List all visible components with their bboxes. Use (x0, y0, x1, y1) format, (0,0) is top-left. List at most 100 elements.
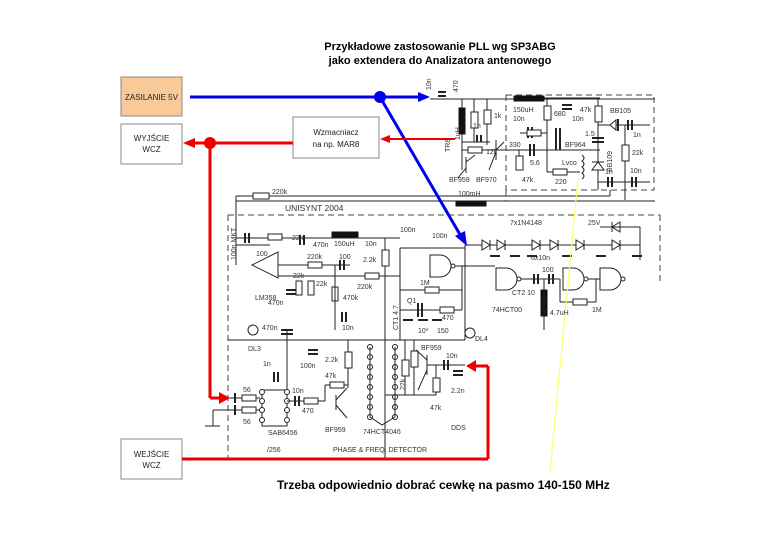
label-l-tr8: TR8 (445, 139, 452, 152)
label-r-470-top: 470 (453, 80, 460, 92)
note-pointer-line (549, 177, 579, 473)
label-pre-47k: 47k (325, 373, 337, 380)
label-ref-100n-a: 100n (400, 227, 416, 234)
label-lf-220k-b: 220k (357, 284, 373, 291)
label-dl3: DL3 (248, 346, 261, 353)
label-lf-470n-b: 470n (268, 300, 284, 307)
label-q-bf970: BF970 (476, 177, 497, 184)
label-pre-470: 470 (302, 408, 314, 415)
label-ref-ct1: CT1 4.7 (393, 305, 400, 330)
label-vco-22k: 22k (632, 150, 644, 157)
schematic-wiring (205, 91, 661, 460)
label-vco-bb105: BB105 (610, 108, 631, 115)
rf-input-label-1: WEJŚCIE (134, 450, 170, 459)
label-pd-2-2k: 22k (400, 378, 407, 390)
label-pre-bf959: BF959 (325, 427, 346, 434)
label-ct2: CT2 10 (512, 290, 535, 297)
label-lf-10n-b: 10n (342, 325, 354, 332)
label-dds: DDS (451, 425, 466, 432)
label-dl4: DL4 (475, 336, 488, 343)
label-ref-100n-b: 100n (432, 233, 448, 240)
label-unisynt-2004: UNISYNT 2004 (285, 203, 344, 213)
label-mult-100: 100 (542, 267, 554, 274)
label-l-1uh: 1uH (455, 127, 462, 140)
amplifier-label-1: Wzmacniacz (313, 128, 358, 137)
label-dds-47k: 47k (430, 405, 442, 412)
label-lf-10n-a: 10n (365, 241, 377, 248)
label-ref-470: 470 (442, 315, 454, 322)
label-lf-220k-a: 220k (307, 254, 323, 261)
label-dds-bf959: BF959 (421, 345, 442, 352)
label-lf-150uh: 150uH (334, 241, 355, 248)
label-divider-256: /256 (267, 447, 281, 454)
label-c-10n-in: 10n (426, 78, 433, 90)
label-r-1k: 1k (494, 113, 502, 120)
label-vco-1n-b: 1n (605, 169, 613, 176)
label-ref-150: 150 (437, 328, 449, 335)
label-lf-22k-b: 22k (293, 273, 305, 280)
label-lf-22k-c: 22k (316, 281, 328, 288)
label-mult-1m: 1M (592, 307, 602, 314)
label-lf-2-2k: 2.2k (363, 257, 377, 264)
label-vco-1n-a: 1n (633, 132, 641, 139)
label-r-220k-top: 220k (272, 189, 288, 196)
label-vco-bf964: BF964 (565, 142, 586, 149)
label-vco-330: 330 (509, 142, 521, 149)
rf-input-wire (182, 360, 490, 461)
label-lf-100-b: 100 (339, 254, 351, 261)
label-vco-bb109: BB109 (607, 151, 614, 172)
label-diodes-7x1n4148: 7x1N4148 (510, 220, 542, 227)
label-pre-10n: 10n (292, 388, 304, 395)
label-vco-150uh: 150uH (513, 107, 534, 114)
label-mult-4-7uh: 4.7uH (550, 310, 569, 317)
label-vco-5-6: 5.6 (530, 160, 540, 167)
label-lf-470n-a: 470n (313, 242, 329, 249)
label-pre-56-b: 56 (243, 419, 251, 426)
label-vco-47k: 47k (580, 107, 592, 114)
label-vco-10n-c: 10n (630, 168, 642, 175)
label-vco-47k-r: 47k (522, 177, 534, 184)
label-lf-470n-c: 470n (262, 325, 278, 332)
power-wire (190, 91, 467, 246)
label-ref-1m: 1M (420, 280, 430, 287)
title-line-1: Przykładowe zastosowanie PLL wg SP3ABG (324, 41, 555, 53)
label-lf-470k: 470k (343, 295, 359, 302)
label-vco-220: 220 (555, 179, 567, 186)
amplifier-label-2: na np. MAR8 (313, 140, 360, 149)
label-sab6456: SAB6456 (268, 430, 298, 437)
label-vco-680: 680 (554, 111, 566, 118)
label-zener-25v: 25V (588, 220, 601, 227)
rf-output-wire (183, 135, 455, 404)
label-ref-100n-c: 100n (300, 363, 316, 370)
rf-output-label-2: WCZ (142, 145, 160, 154)
label-vco-10n-a: 10n (513, 116, 525, 123)
rf-input-block: WEJŚCIE WCZ (120, 438, 183, 480)
label-q-bf959: BF959 (449, 177, 470, 184)
label-pre-1n: 1n (263, 361, 271, 368)
label-caps-6x10n: 6x10n (531, 255, 550, 262)
coil-note: Trzeba odpowiednio dobrać cewkę na pasmo… (277, 478, 610, 492)
title-line-2: jako extendera do Analizatora antenowego (328, 55, 552, 67)
amplifier-block: Wzmacniacz na np. MAR8 (292, 116, 380, 159)
rf-output-block: WYJŚCIE WCZ (120, 123, 183, 165)
label-c-1n: 1n (473, 123, 481, 130)
label-pre-2-2k: 2.2k (325, 357, 339, 364)
label-lm358: LM358 (255, 295, 277, 302)
label-lf-100: 100 (256, 251, 268, 258)
power-supply-label: ZASILANIE 5V (125, 93, 179, 102)
label-l-100mh: 100mH (458, 191, 481, 198)
label-vco-10n-b: 10n (572, 116, 584, 123)
label-lf-22k-a: 22k (292, 235, 304, 242)
rf-input-label-2: WCZ (142, 461, 160, 470)
label-lf-100n-mkt: 100n MKT (231, 227, 238, 260)
power-supply-block: ZASILANIE 5V (120, 76, 183, 117)
label-dds-10n: 10n (446, 353, 458, 360)
rf-output-label-1: WYJŚCIE (134, 134, 170, 143)
label-vco-1-5: 1.5 (585, 131, 595, 138)
label-vco-lvco: Lvco (562, 160, 577, 167)
label-r-12k: 12k (486, 149, 498, 156)
label-74hct00: 74HCT00 (492, 307, 522, 314)
label-74hct4046: 74HCT4046 (363, 429, 401, 436)
label-dds-2-2n: 2.2n (451, 388, 465, 395)
